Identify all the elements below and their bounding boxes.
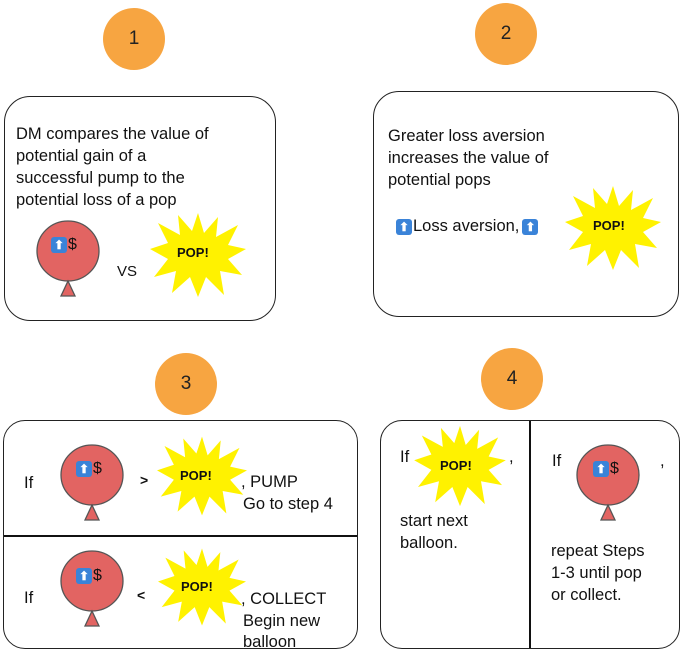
- comma: ,: [660, 452, 665, 470]
- panel-1-line-1: DM compares the value of: [16, 125, 209, 143]
- less-than-operator: <: [137, 587, 146, 603]
- up-dollar-label: ⬆$: [76, 460, 102, 478]
- collect-action-line-2: Begin new: [243, 612, 321, 630]
- step-number-2: 2: [475, 3, 537, 65]
- pop-label: POP!: [181, 579, 213, 594]
- pop-label: POP!: [177, 245, 209, 260]
- up-arrow-icon: ⬆: [51, 237, 67, 253]
- pop-label: POP!: [593, 218, 625, 233]
- up-dollar-label: ⬆$: [593, 460, 619, 478]
- balloon-icon: [60, 550, 124, 627]
- balloon-icon: [576, 444, 640, 521]
- up-arrow-icon: ⬆: [396, 218, 412, 235]
- up-arrow-icon: ⬆: [76, 461, 92, 477]
- pop-label: POP!: [440, 458, 472, 473]
- vs-label: VS: [117, 263, 138, 280]
- if-label: If: [552, 452, 562, 470]
- up-arrow-icon: ⬆: [76, 568, 92, 584]
- repeat-line-3: or collect.: [551, 586, 622, 604]
- pop-label: POP!: [180, 468, 212, 483]
- comma: ,: [509, 448, 514, 466]
- pump-action-line-1: , PUMP: [241, 473, 298, 491]
- pump-action-line-2: Go to step 4: [243, 495, 333, 513]
- collect-action-line-1: , COLLECT: [241, 590, 327, 608]
- pop-burst-icon: [158, 548, 246, 626]
- start-next-line-2: balloon.: [400, 534, 458, 552]
- panel-3-divider: [4, 535, 357, 537]
- if-label: If: [24, 474, 34, 492]
- if-label: If: [400, 448, 410, 466]
- start-next-line-1: start next: [400, 512, 468, 530]
- pop-burst-icon: [414, 425, 506, 507]
- step-number-4: 4: [481, 348, 543, 410]
- collect-action-line-3: balloon: [243, 633, 297, 651]
- if-label: If: [24, 589, 34, 607]
- pop-burst-icon: [565, 186, 661, 270]
- balloon-icon: [36, 220, 100, 297]
- panel-1-line-3: successful pump to the: [16, 169, 185, 187]
- panel-2-line-1: Greater loss aversion: [388, 127, 545, 145]
- repeat-line-1: repeat Steps: [551, 542, 645, 560]
- up-dollar-label: ⬆$: [51, 236, 77, 254]
- pop-burst-icon: [150, 213, 246, 297]
- panel-4-divider: [529, 421, 531, 648]
- panel-1-line-2: potential gain of a: [16, 147, 147, 165]
- panel-2-line-3: potential pops: [388, 171, 491, 189]
- balloon-icon: [60, 444, 124, 521]
- step-number-3: 3: [155, 353, 217, 415]
- greater-than-operator: >: [140, 472, 149, 488]
- repeat-line-2: 1-3 until pop: [551, 564, 642, 582]
- up-arrow-icon: ⬆: [522, 218, 539, 235]
- up-dollar-label: ⬆$: [76, 567, 102, 585]
- up-arrow-icon: ⬆: [593, 461, 609, 477]
- step-number-1: 1: [103, 8, 165, 70]
- panel-step-1: [4, 96, 276, 321]
- panel-1-line-4: potential loss of a pop: [16, 191, 177, 209]
- panel-2-line-2: increases the value of: [388, 149, 549, 167]
- pop-burst-icon: [157, 436, 247, 516]
- loss-aversion-row: ⬆Loss aversion,⬆: [396, 217, 539, 236]
